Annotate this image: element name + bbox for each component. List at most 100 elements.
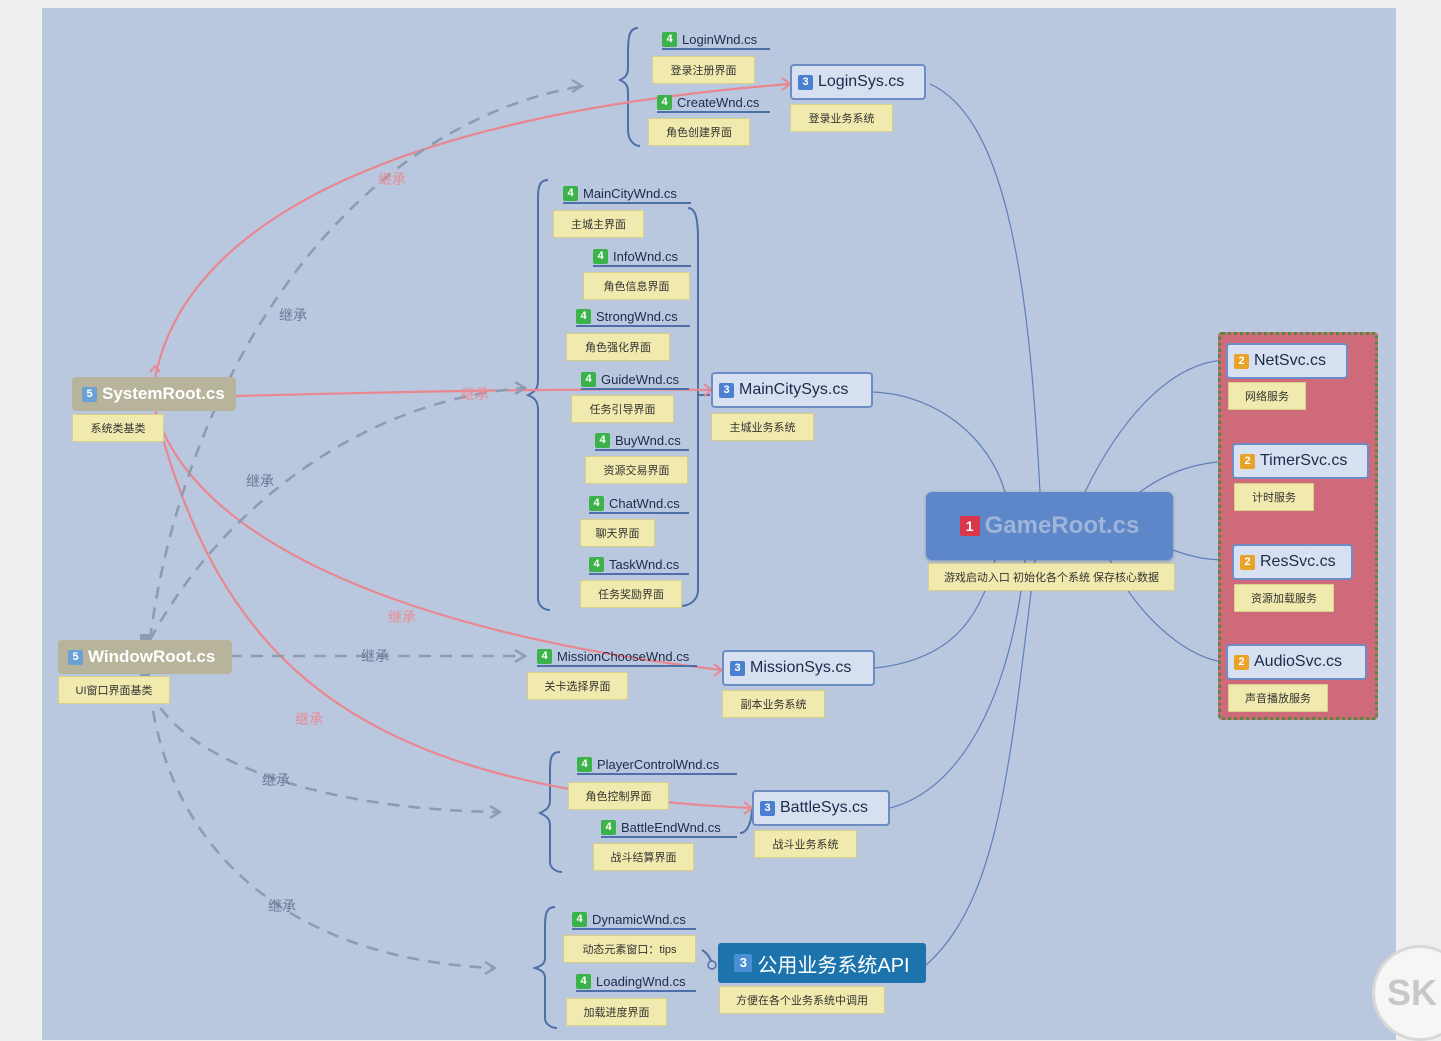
priority-badge: 3 [734, 954, 753, 972]
service-node-net[interactable]: 2 NetSvc.cs [1226, 343, 1348, 379]
inherit-label: 继承 [378, 171, 406, 187]
priority-badge: 3 [798, 74, 813, 90]
base-node-windowroot[interactable]: 5 WindowRoot.cs [58, 640, 232, 674]
priority-badge: 4 [576, 308, 591, 324]
system-node-api[interactable]: 3 公用业务系统API [718, 943, 926, 983]
priority-badge: 4 [563, 185, 578, 201]
priority-badge: 3 [730, 660, 745, 676]
system-node-maincity[interactable]: 3 MainCitySys.cs [711, 372, 873, 408]
service-note: 网络服务 [1228, 382, 1306, 410]
window-title: MissionChooseWnd.cs [557, 648, 690, 664]
watermark-text: SK [1387, 972, 1438, 1013]
window-note: 角色强化界面 [566, 333, 670, 361]
window-node[interactable]: 4 TaskWnd.cs [589, 555, 689, 575]
window-node[interactable]: 4 LoginWnd.cs [662, 30, 770, 50]
priority-badge: 3 [719, 382, 734, 398]
mindmap-canvas [42, 8, 1396, 1040]
window-node[interactable]: 4 InfoWnd.cs [593, 247, 691, 267]
window-note: 登录注册界面 [652, 56, 755, 84]
priority-badge: 4 [537, 648, 552, 664]
window-title: LoadingWnd.cs [596, 973, 686, 989]
window-note: 任务奖励界面 [580, 580, 682, 608]
system-title: LoginSys.cs [818, 73, 905, 90]
service-note: 计时服务 [1234, 483, 1314, 511]
window-note: 角色控制界面 [568, 782, 669, 810]
service-node-audio[interactable]: 2 AudioSvc.cs [1226, 644, 1367, 680]
system-note: 战斗业务系统 [754, 830, 857, 858]
window-title: DynamicWnd.cs [592, 911, 686, 927]
system-node-battle[interactable]: 3 BattleSys.cs [752, 790, 890, 826]
window-title: MainCityWnd.cs [583, 185, 677, 201]
window-node[interactable]: 4 ChatWnd.cs [589, 494, 689, 514]
inherit-label: 继承 [361, 648, 389, 664]
window-note: 资源交易界面 [585, 456, 688, 484]
inherit-label: 继承 [268, 898, 296, 914]
window-node[interactable]: 4 BattleEndWnd.cs [601, 818, 737, 838]
service-title: ResSvc.cs [1260, 553, 1336, 570]
window-note: 关卡选择界面 [527, 672, 628, 700]
priority-badge: 2 [1234, 654, 1249, 670]
base-note: 系统类基类 [72, 414, 164, 442]
priority-badge: 4 [601, 819, 616, 835]
hand-cursor-icon: ☝ [1303, 550, 1313, 567]
window-title: InfoWnd.cs [613, 248, 679, 264]
window-node[interactable]: 4 MissionChooseWnd.cs [537, 647, 697, 667]
base-title: SystemRoot.cs [102, 384, 225, 403]
service-node-res[interactable]: 2 ResSvc.cs [1232, 544, 1353, 580]
window-node[interactable]: 4 LoadingWnd.cs [576, 972, 696, 992]
system-node-mission[interactable]: 3 MissionSys.cs [722, 650, 875, 686]
window-title: GuideWnd.cs [601, 371, 680, 387]
window-note: 战斗结算界面 [593, 843, 694, 871]
gameroot-node[interactable]: 1 GameRoot.cs [926, 492, 1173, 560]
window-title: ChatWnd.cs [609, 495, 680, 511]
priority-badge: 5 [82, 386, 97, 402]
gameroot-title: GameRoot.cs [984, 512, 1140, 539]
window-note: 角色创建界面 [648, 118, 750, 146]
inherit-label: 继承 [295, 711, 323, 727]
system-note: 主城业务系统 [711, 413, 814, 441]
inherit-label: 继承 [279, 307, 307, 323]
window-node[interactable]: 4 MainCityWnd.cs [563, 184, 691, 204]
service-title: TimerSvc.cs [1260, 452, 1348, 469]
priority-badge: 4 [657, 94, 672, 110]
system-title: MissionSys.cs [750, 659, 852, 676]
window-note: 加载进度界面 [566, 998, 667, 1026]
inherit-label: 继承 [262, 772, 290, 788]
window-note: 主城主界面 [553, 210, 644, 238]
priority-badge: 4 [576, 973, 591, 989]
window-node[interactable]: 4 StrongWnd.cs [576, 307, 690, 327]
window-node[interactable]: 4 GuideWnd.cs [581, 370, 689, 390]
priority-badge: 2 [1240, 453, 1255, 469]
system-title: MainCitySys.cs [739, 381, 849, 398]
window-node[interactable]: 4 BuyWnd.cs [595, 431, 689, 451]
window-title: TaskWnd.cs [609, 556, 680, 572]
priority-badge: 4 [593, 248, 608, 264]
priority-badge: 4 [589, 495, 604, 511]
base-node-systemroot[interactable]: 5 SystemRoot.cs [72, 377, 236, 411]
service-title: NetSvc.cs [1254, 352, 1327, 369]
system-note: 登录业务系统 [790, 104, 893, 132]
system-note: 副本业务系统 [722, 690, 825, 718]
priority-badge: 4 [581, 371, 596, 387]
gameroot-note: 游戏启动入口 初始化各个系统 保存核心数据 [928, 563, 1175, 591]
window-note: 任务引导界面 [571, 395, 674, 423]
system-node-login[interactable]: 3 LoginSys.cs [790, 64, 926, 100]
priority-badge: 2 [1234, 353, 1249, 369]
window-node[interactable]: 4 PlayerControlWnd.cs [577, 755, 737, 775]
window-title: BuyWnd.cs [615, 432, 681, 448]
service-node-timer[interactable]: 2 TimerSvc.cs [1232, 443, 1369, 479]
window-note: 角色信息界面 [583, 272, 690, 300]
priority-badge: 2 [1240, 554, 1255, 570]
window-title: BattleEndWnd.cs [621, 819, 721, 835]
priority-badge: 3 [760, 800, 775, 816]
service-note: 资源加载服务 [1234, 584, 1334, 612]
priority-badge: 1 [959, 516, 980, 536]
window-title: PlayerControlWnd.cs [597, 756, 720, 772]
window-node[interactable]: 4 DynamicWnd.cs [572, 910, 696, 930]
system-title: BattleSys.cs [780, 799, 869, 816]
priority-badge: 4 [589, 556, 604, 572]
base-note: UI窗口界面基类 [58, 676, 170, 704]
inherit-label: 继承 [388, 609, 416, 625]
window-node[interactable]: 4 CreateWnd.cs [657, 93, 770, 113]
service-note: 声音播放服务 [1228, 684, 1328, 712]
